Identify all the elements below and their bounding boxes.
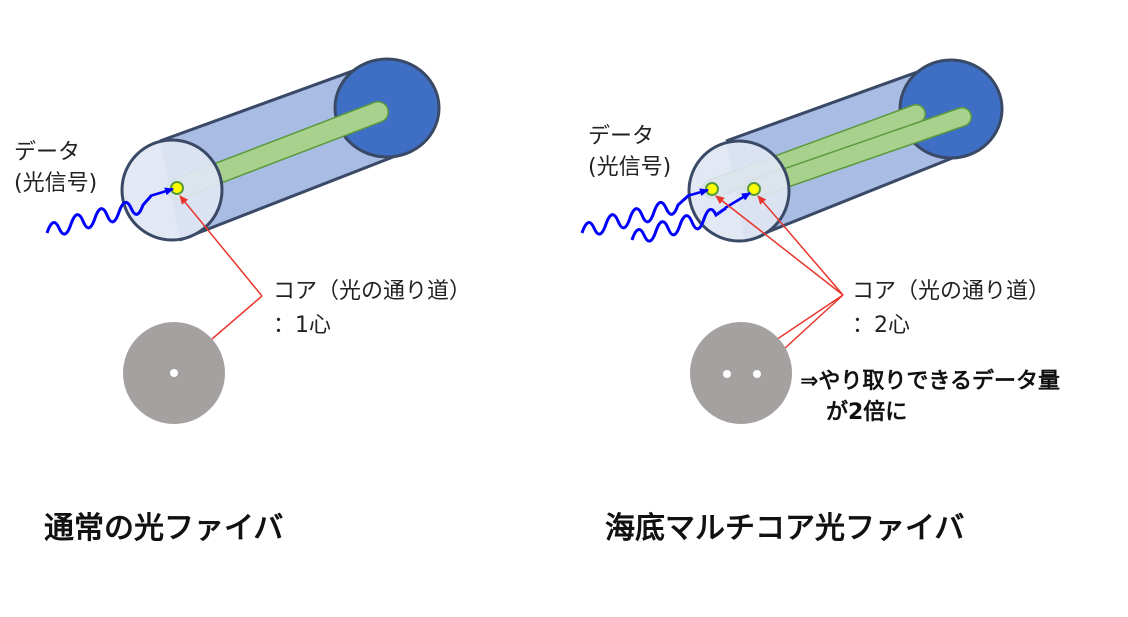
cross-section-core-2 bbox=[753, 370, 761, 378]
cable-front-face bbox=[687, 139, 791, 243]
core-label-line1: コア（光の通り道） bbox=[273, 279, 471, 304]
standard-fiber-cable bbox=[120, 57, 441, 242]
data-label-line2: (光信号) bbox=[14, 171, 97, 196]
data-label-line2: (光信号) bbox=[588, 155, 671, 180]
core-entry-point-1 bbox=[705, 182, 719, 196]
cable-top-edge bbox=[159, 58, 384, 143]
cross-section-core bbox=[170, 369, 178, 377]
cross-section-core-1 bbox=[723, 370, 731, 378]
fiber-cross-section bbox=[690, 322, 792, 424]
cable-top-edge bbox=[725, 59, 949, 143]
cable-bottom-edge bbox=[179, 155, 394, 242]
standard-fiber-diagram: データ (光信号) コア（光の通り道） ：1心 通常の光ファイバ bbox=[14, 57, 471, 546]
multicore-fiber-title: 海底マルチコア光ファイバ bbox=[605, 511, 964, 546]
core-pointer-to-cable bbox=[179, 195, 263, 297]
multicore-fiber-cable bbox=[687, 58, 1004, 243]
core-pointer-2-to-cable bbox=[757, 195, 844, 296]
multicore-fiber-diagram: データ (光信号) コア（光の通り道） ：2心 ⇒やり取りできるデータ量 が2倍… bbox=[580, 58, 1060, 546]
cable-bottom-edge bbox=[744, 155, 956, 243]
core-label-line1: コア（光の通り道） bbox=[852, 279, 1050, 304]
core-label-line2: ：2心 bbox=[852, 313, 910, 338]
optical-signal-wave-2 bbox=[630, 206, 727, 243]
signal-arrow bbox=[149, 187, 174, 198]
core-entry-point bbox=[170, 181, 184, 195]
fiber-core-2-fill bbox=[745, 108, 971, 198]
signal-arrow-1 bbox=[686, 188, 709, 198]
core-pointer-1-to-cable bbox=[715, 195, 844, 296]
core-label-line2: ：1心 bbox=[273, 313, 331, 338]
core-entry-point-2 bbox=[747, 182, 761, 196]
optical-signal-wave bbox=[45, 195, 153, 236]
capacity-note-line1: ⇒やり取りできるデータ量 bbox=[800, 368, 1060, 394]
capacity-note-line2: が2倍に bbox=[826, 399, 907, 425]
standard-fiber-title: 通常の光ファイバ bbox=[44, 511, 283, 546]
data-label-line1: データ bbox=[588, 124, 654, 149]
optical-signal-wave-1 bbox=[580, 194, 690, 236]
data-label-line1: データ bbox=[14, 140, 80, 165]
